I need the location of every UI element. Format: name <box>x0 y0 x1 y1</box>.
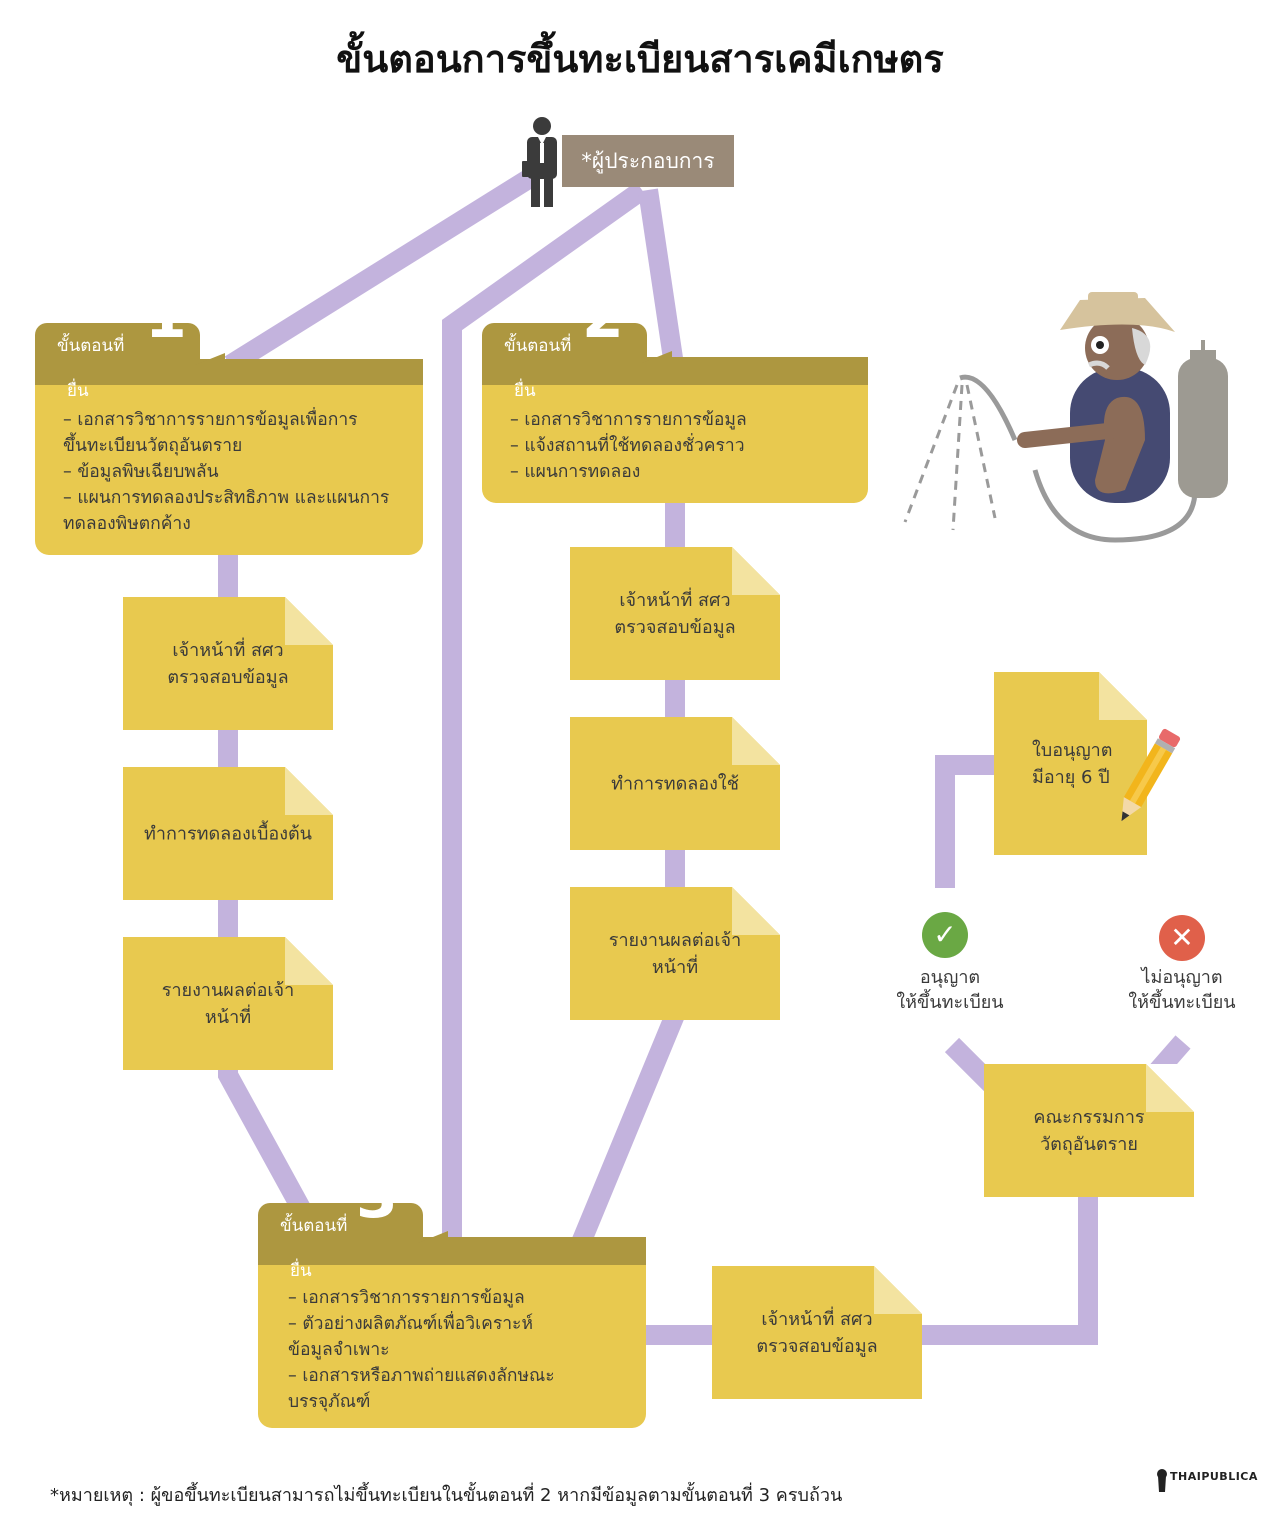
step2-card: ขั้นตอนที่ 2 ยื่น – เอกสารวิชาการรายการข… <box>482 285 870 505</box>
note-line: ตรวจสอบข้อมูล <box>756 1335 878 1357</box>
step3-card: ขั้นตอนที่ 3 ยื่น – เอกสารวิชาการรายการข… <box>258 1165 648 1430</box>
committee-note: คณะกรรมการวัตถุอันตราย <box>984 1064 1194 1197</box>
step3-item: บรรจุภัณฑ์ <box>288 1392 371 1412</box>
step1-box <box>35 385 423 555</box>
step1-tab <box>35 323 200 363</box>
label-line: ให้ขึ้นทะเบียน <box>896 992 1004 1013</box>
note-line: ตรวจสอบข้อมูล <box>167 666 289 688</box>
step3-item: – เอกสารหรือภาพถ่ายแสดงลักษณะ <box>288 1366 555 1386</box>
step1-items: – เอกสารวิชาการรายการข้อมูลเพื่อการ ขึ้น… <box>63 407 389 537</box>
step3-box <box>258 1265 646 1428</box>
license-note: ใบอนุญาตมีอายุ 6 ปี <box>994 672 1147 855</box>
check-icon: ✓ <box>922 912 968 958</box>
tank-icon <box>1178 358 1228 498</box>
step3-item: – เอกสารวิชาการรายการข้อมูล <box>288 1288 525 1308</box>
note-line: ทำการทดลองเบื้องต้น <box>143 823 312 844</box>
step2-number: 2 <box>582 282 624 352</box>
step2-note-report: รายงานผลต่อเจ้าหน้าที่ <box>570 887 780 1020</box>
note-line: ใบอนุญาต <box>1032 739 1113 761</box>
step1-band <box>35 359 423 385</box>
step3-item: ข้อมูลจำเพาะ <box>288 1340 390 1360</box>
step1-note-check: เจ้าหน้าที่ สศวตรวจสอบข้อมูล <box>123 597 333 730</box>
step1-note-report: รายงานผลต่อเจ้าหน้าที่ <box>123 937 333 1070</box>
step2-band <box>482 357 868 385</box>
step1-note-trial: ทำการทดลองเบื้องต้น <box>123 767 333 900</box>
step2-item: – เอกสารวิชาการรายการข้อมูล <box>510 410 747 430</box>
note-line: วัตถุอันตราย <box>1040 1133 1138 1155</box>
note-line: เจ้าหน้าที่ สศว <box>761 1308 873 1330</box>
connector-approve-license <box>935 755 1000 888</box>
step3-number: 3 <box>356 1162 398 1232</box>
spray-line <box>951 384 964 531</box>
page-title: ขั้นตอนการขึ้นทะเบียนสารเคมีเกษตร <box>336 37 944 81</box>
note-line: รายงานผลต่อเจ้าหน้าที่ <box>161 979 295 1028</box>
hat-icon <box>1060 298 1175 332</box>
note-line: ตรวจสอบข้อมูล <box>614 616 736 638</box>
step3-band <box>258 1237 646 1265</box>
step2-tab-label: ขั้นตอนที่ <box>504 336 572 356</box>
step2-note-trial: ทำการทดลองใช้ <box>570 717 780 850</box>
step1-item: – เอกสารวิชาการรายการข้อมูลเพื่อการ <box>63 410 358 430</box>
step1-item: – ข้อมูลพิษเฉียบพลัน <box>63 462 219 482</box>
note-line: เจ้าหน้าที่ สศว <box>172 639 284 661</box>
step2-box <box>482 385 868 503</box>
farmer-sprayer-illustration <box>903 292 1228 543</box>
step3-items: – เอกสารวิชาการรายการข้อมูล – ตัวอย่างผล… <box>288 1285 555 1415</box>
note-line: มีอายุ 6 ปี <box>1032 766 1110 788</box>
step3-tab <box>258 1203 423 1243</box>
step2-item: – แผนการทดลอง <box>510 462 641 482</box>
reject-label: ไม่อนุญาต ให้ขึ้นทะเบียน <box>1112 965 1252 1015</box>
step1-number: 1 <box>145 282 187 352</box>
step2-tab <box>482 323 647 363</box>
brand-logo: THAIPUBLICA <box>1170 1470 1258 1483</box>
keyhole-logo-icon <box>1155 1468 1169 1496</box>
note-line: คณะกรรมการ <box>1033 1106 1145 1128</box>
note-line: เจ้าหน้าที่ สศว <box>619 589 731 611</box>
businessman-icon <box>522 117 557 207</box>
spray-line <box>965 384 997 519</box>
step3-note-check: เจ้าหน้าที่ สศวตรวจสอบข้อมูล <box>712 1266 922 1399</box>
step2-tab-slope <box>642 351 672 363</box>
connector-actor-step2 <box>638 188 684 367</box>
connector-actor-step3 <box>442 181 648 1250</box>
cross-icon: ✕ <box>1159 915 1205 961</box>
step1-tab-slope <box>195 353 225 365</box>
step1-item: ทดลองพิษตกค้าง <box>63 514 191 534</box>
step2-submit-label: ยื่น <box>514 381 536 401</box>
approve-label: อนุญาต ให้ขึ้นทะเบียน <box>880 965 1020 1015</box>
footnote: *หมายเหตุ : ผู้ขอขึ้นทะเบียนสามารถไม่ขึ้… <box>50 1485 843 1506</box>
step1-item: ขึ้นทะเบียนวัตถุอันตราย <box>63 436 243 456</box>
label-line: ไม่อนุญาต <box>1141 967 1223 988</box>
pencil-icon <box>1121 728 1181 822</box>
connector-actor-step1 <box>224 169 536 374</box>
step2-item: – แจ้งสถานที่ใช้ทดลองชั่วคราว <box>510 436 745 456</box>
note-line: รายงานผลต่อเจ้าหน้าที่ <box>608 929 742 978</box>
step3-item: – ตัวอย่างผลิตภัณฑ์เพื่อวิเคราะห์ <box>288 1314 533 1334</box>
step3-tab-label: ขั้นตอนที่ <box>280 1216 348 1236</box>
step1-submit-label: ยื่น <box>67 381 89 401</box>
step1-box-top <box>35 385 423 405</box>
step1-item: – แผนการทดลองประสิทธิภาพ และแผนการ <box>63 488 390 508</box>
label-line: อนุญาต <box>919 967 981 988</box>
connector-officer-committee <box>920 1190 1098 1345</box>
step2-items: – เอกสารวิชาการรายการข้อมูล – แจ้งสถานที… <box>510 407 747 485</box>
step3-submit-label: ยื่น <box>290 1261 312 1281</box>
step3-tab-slope <box>418 1231 448 1243</box>
step1-card: ขั้นตอนที่ 1 ยื่น – เอกสารวิชาการรายการข… <box>35 285 425 555</box>
label-line: ให้ขึ้นทะเบียน <box>1128 992 1236 1013</box>
actor-label: *ผู้ประกอบการ <box>562 135 734 187</box>
step2-note-check: เจ้าหน้าที่ สศวตรวจสอบข้อมูล <box>570 547 780 680</box>
spray-line <box>903 384 959 523</box>
step1-tab-label: ขั้นตอนที่ <box>57 336 125 356</box>
note-line: ทำการทดลองใช้ <box>611 773 739 794</box>
